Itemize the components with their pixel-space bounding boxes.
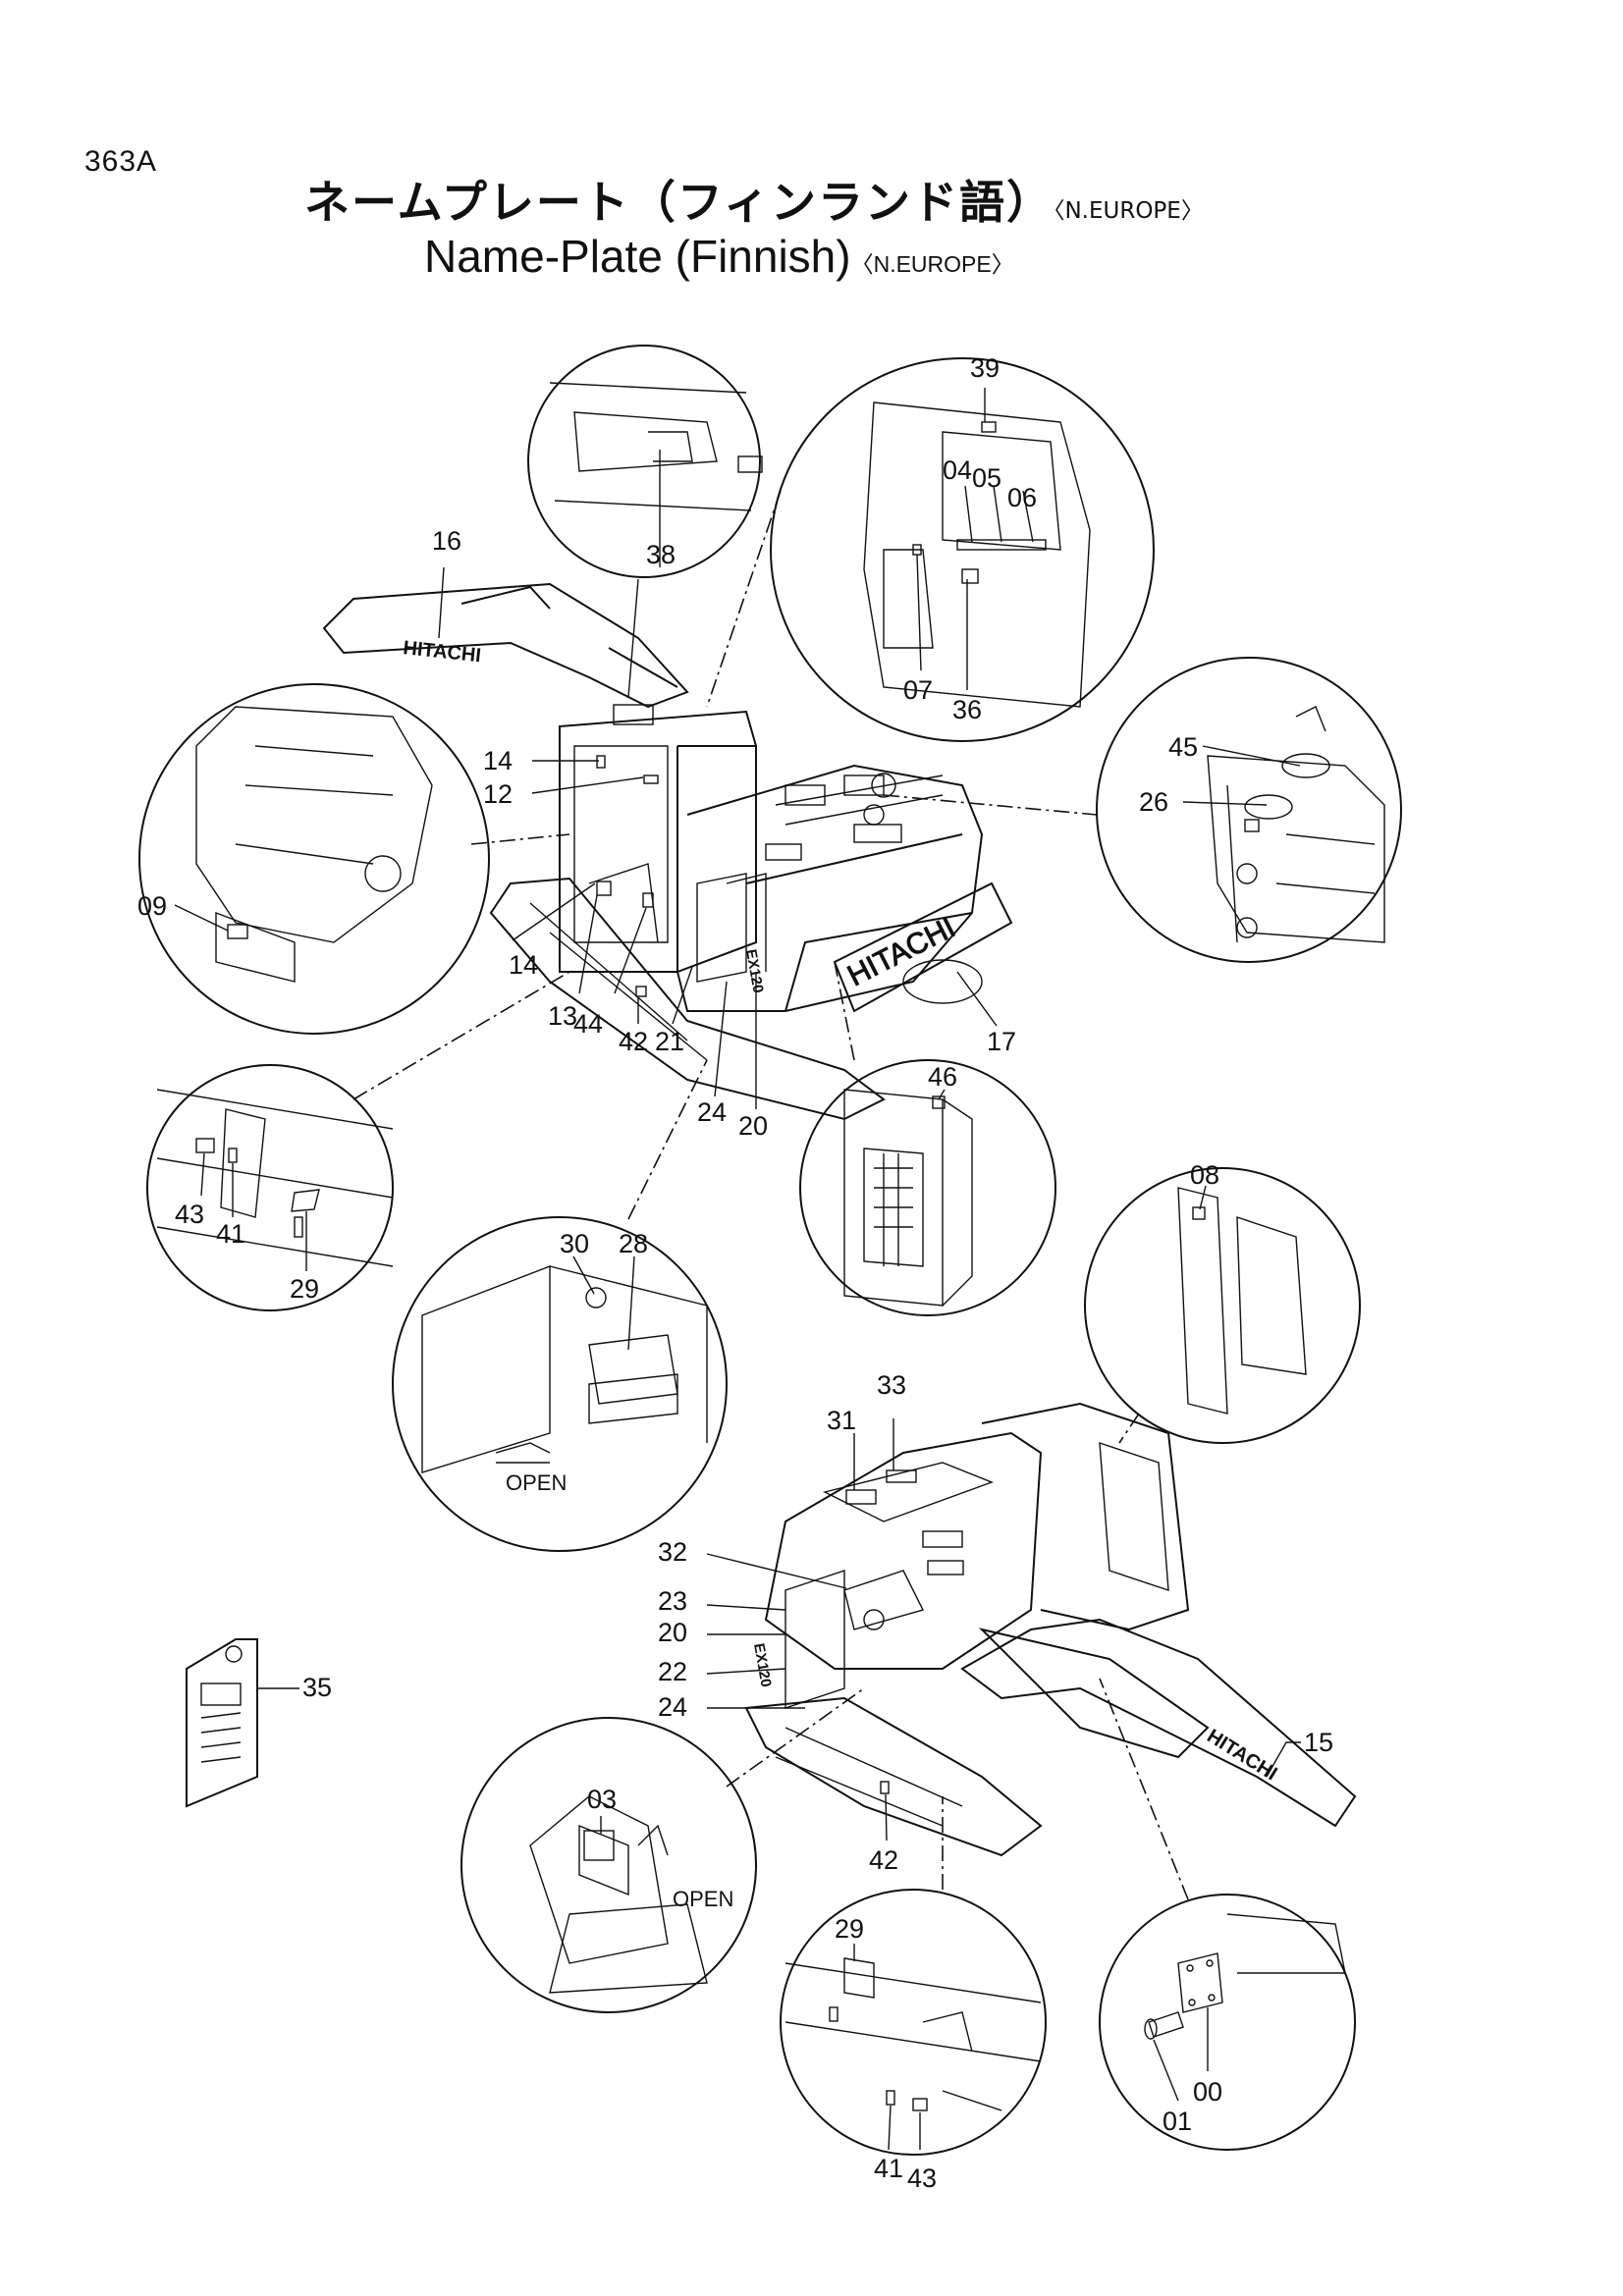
callout-32: 32 xyxy=(658,1537,687,1567)
callout-43-a: 43 xyxy=(175,1200,204,1229)
callout-22: 22 xyxy=(658,1657,687,1686)
title-japanese: ネームプレート（フィンランド語）〈N.EUROPE〉 xyxy=(304,167,1204,232)
callout-46: 46 xyxy=(928,1062,957,1092)
detail-circle-fuel xyxy=(883,657,1402,963)
callout-36: 36 xyxy=(952,695,982,724)
callout-17: 17 xyxy=(987,1027,1016,1056)
callout-21: 21 xyxy=(655,1027,684,1056)
open-text-battery: OPEN xyxy=(506,1470,567,1495)
callout-labels: 16 38 39 04 05 06 07 36 45 26 14 12 09 1… xyxy=(137,353,1333,2193)
model-text-bottom: EX120 xyxy=(750,1642,775,1688)
callout-07: 07 xyxy=(903,675,933,705)
callout-13: 13 xyxy=(548,1001,577,1031)
detail-circle-engine xyxy=(138,683,570,1035)
tag-35 xyxy=(186,1638,258,1808)
callout-09: 09 xyxy=(137,891,167,921)
callout-24-b: 24 xyxy=(658,1692,687,1722)
callout-03: 03 xyxy=(587,1785,617,1814)
callout-12: 12 xyxy=(483,779,513,809)
detail-circle-plate-00 xyxy=(1099,1678,1356,2151)
callout-35: 35 xyxy=(302,1673,332,1702)
detail-circle-cover-03: OPEN xyxy=(460,1687,865,2013)
leader-lines xyxy=(174,388,1301,2151)
callout-33: 33 xyxy=(877,1370,906,1400)
callout-14-a: 14 xyxy=(483,746,513,775)
detail-circle-38 xyxy=(527,345,763,698)
callout-45: 45 xyxy=(1168,732,1198,762)
title-japanese-region: 〈N.EUROPE〉 xyxy=(1053,198,1204,224)
callout-26: 26 xyxy=(1139,787,1168,817)
callout-05: 05 xyxy=(972,463,1001,493)
callout-39: 39 xyxy=(970,353,1000,383)
title-english-text: Name-Plate (Finnish) xyxy=(424,231,851,282)
open-text-cover: OPEN xyxy=(673,1887,733,1911)
callout-30: 30 xyxy=(560,1229,589,1258)
callout-41-b: 41 xyxy=(874,2154,903,2183)
page-code: 363A xyxy=(84,145,158,178)
detail-circle-cab-rear xyxy=(706,357,1155,742)
callout-31: 31 xyxy=(827,1406,856,1435)
callout-14-b: 14 xyxy=(509,950,538,980)
callout-00: 00 xyxy=(1193,2077,1222,2107)
callout-38: 38 xyxy=(646,540,676,569)
callout-15: 15 xyxy=(1304,1728,1333,1757)
title-english: Name-Plate (Finnish)〈N.EUROPE〉 xyxy=(424,230,1014,283)
counterweight-brand-text-top: HITACHI xyxy=(842,911,960,992)
callout-23: 23 xyxy=(658,1586,687,1616)
detail-circle-track-top xyxy=(146,971,570,1311)
boom-brand-text-top: HITACHI xyxy=(402,637,481,667)
callout-16: 16 xyxy=(432,526,461,556)
callout-20-b: 20 xyxy=(658,1618,687,1647)
excavator-bottom: EX120 HITACHI xyxy=(744,1402,1357,1857)
callout-08: 08 xyxy=(1190,1160,1219,1190)
callout-29-b: 29 xyxy=(835,1914,864,1944)
model-text-top: EX120 xyxy=(742,948,767,994)
callout-42-a: 42 xyxy=(619,1027,648,1056)
title-japanese-text: ネームプレート（フィンランド語） xyxy=(304,176,1054,229)
detail-circle-radiator xyxy=(799,961,1056,1316)
callout-20-a: 20 xyxy=(738,1111,768,1141)
callout-06: 06 xyxy=(1007,483,1037,512)
callout-28: 28 xyxy=(619,1229,648,1258)
detail-circle-cab-08 xyxy=(1084,1167,1361,1444)
title-english-region: 〈N.EUROPE〉 xyxy=(850,251,1014,277)
callout-29-a: 29 xyxy=(290,1274,319,1304)
callout-42-b: 42 xyxy=(869,1845,898,1875)
callout-41-a: 41 xyxy=(216,1219,245,1249)
callout-24-a: 24 xyxy=(697,1097,727,1127)
detail-circle-battery: OPEN xyxy=(392,1059,728,1552)
callout-01: 01 xyxy=(1163,2107,1192,2136)
detail-circle-track-bottom xyxy=(780,1796,1047,2156)
callout-43-b: 43 xyxy=(907,2163,937,2193)
callout-04: 04 xyxy=(943,455,972,485)
callout-44: 44 xyxy=(573,1009,603,1039)
